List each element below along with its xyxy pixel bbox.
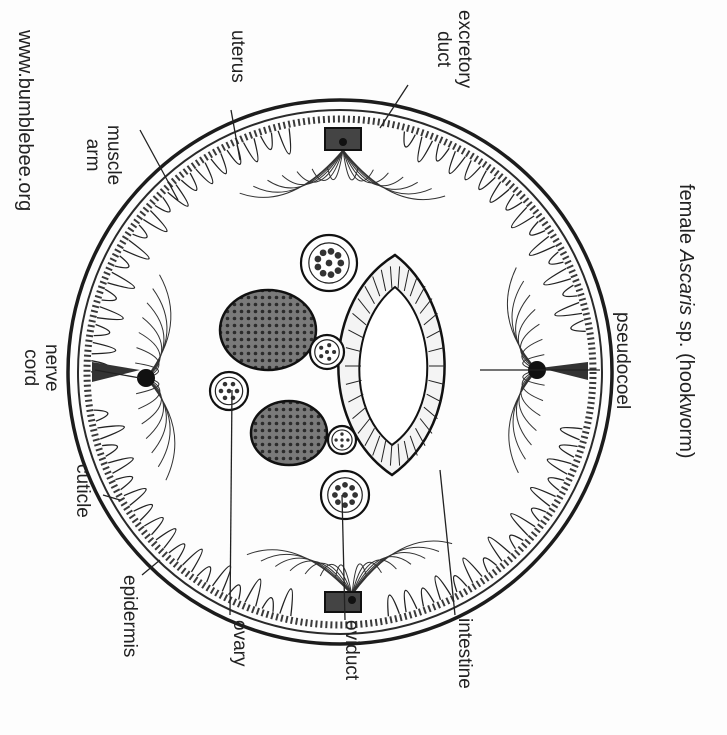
label-ovary: ovary: [229, 620, 250, 666]
muscle-arm-fibre: [352, 552, 425, 595]
muscle-cell-loop: [261, 133, 273, 150]
oviduct-tube-section: [210, 372, 248, 410]
muscle-arm-fibre: [352, 560, 396, 595]
muscle-arm-fibre: [343, 150, 418, 189]
muscle-cell-loop: [388, 595, 400, 616]
oviduct-tube-section: [310, 335, 344, 369]
muscle-cell-loop: [510, 535, 524, 549]
muscle-cell-loop: [404, 132, 415, 147]
muscle-arm-fibre: [146, 378, 166, 453]
muscle-cell-loop: [418, 137, 433, 162]
caption-genus: Ascaris: [675, 250, 697, 316]
muscle-arm-fibre: [142, 318, 161, 379]
muscle-cell-loop: [559, 445, 577, 457]
caption-prefix: female: [675, 184, 697, 250]
label-uterus: uterus: [227, 30, 248, 83]
muscle-arm-fibre: [261, 554, 352, 595]
muscle-cell-loop: [244, 138, 258, 161]
muscle-cell-loop: [280, 589, 293, 616]
label-cord: cord: [20, 344, 41, 392]
muscle-cell-loop: [531, 508, 545, 521]
muscle-cell-loop: [143, 211, 167, 232]
muscle-cell-loop: [544, 268, 571, 285]
muscle-cell-loop: [571, 320, 586, 331]
muscle-cell-loop: [196, 163, 213, 184]
muscle-cell-loop: [530, 222, 545, 236]
muscle-cell-loop: [547, 459, 571, 474]
oviduct-tube-section: [321, 471, 369, 519]
muscle-cell-loop: [102, 445, 117, 456]
label-excretory-duct: excretory duct: [433, 10, 475, 88]
label-excretory: excretory: [454, 10, 475, 88]
muscle-cell-loop: [213, 566, 231, 592]
label-pseudocoel: pseudocoel: [612, 312, 633, 409]
label-intestine: intestine: [454, 618, 475, 689]
muscle-cell-loop: [102, 289, 117, 300]
muscle-cell-loop: [169, 544, 185, 561]
label-oviduct: oviduct: [341, 620, 362, 680]
source-watermark: www.bumblebee.org: [13, 30, 36, 211]
muscle-arm-fibre: [519, 370, 537, 431]
label-cuticle: cuticle: [72, 464, 93, 518]
label-arm: arm: [82, 125, 103, 185]
label-muscle-arm: muscle arm: [82, 125, 124, 185]
muscle-cell-loop: [115, 256, 129, 268]
muscle-cell-loop: [197, 567, 211, 582]
muscle-cell-loop: [404, 590, 417, 612]
label-epidermis: epidermis: [119, 575, 140, 657]
muscle-cell-loop: [435, 576, 451, 600]
muscle-cell-loop: [483, 558, 496, 573]
muscle-cell-loop: [211, 153, 227, 173]
muscle-cell-loop: [278, 128, 291, 154]
muscle-cell-loop: [548, 478, 564, 491]
muscle-cell-loop: [531, 487, 556, 506]
muscle-cell-loop: [549, 252, 563, 264]
muscle-cell-loop: [115, 476, 132, 489]
muscle-cell-loop: [245, 579, 261, 606]
muscle-cell-loop: [479, 171, 496, 190]
figure-caption: female Ascaris sp. (hookworm): [674, 184, 697, 459]
muscle-cell-loop: [94, 325, 110, 336]
oviduct-tube-section: [301, 235, 357, 291]
muscle-cell-loop: [421, 588, 434, 607]
muscle-arm-fibre: [253, 150, 343, 192]
muscle-cell-loop: [134, 504, 153, 520]
muscle-cell-loop: [529, 236, 554, 255]
muscle-cell-loop: [108, 458, 133, 474]
muscle-cell-loop: [97, 426, 124, 439]
muscle-cell-loop: [144, 517, 163, 534]
muscle-arm-fibre: [146, 378, 164, 439]
oviduct-tube-section: [328, 426, 356, 454]
muscle-arm-fibre: [268, 150, 344, 188]
muscle-arm-fibre: [518, 309, 537, 370]
muscle-cell-loop: [436, 144, 449, 162]
label-nerve-cord: nerve cord: [20, 344, 62, 392]
label-muscle: muscle: [103, 125, 124, 185]
caption-suffix: sp. (hookworm): [675, 315, 697, 458]
muscle-cell-loop: [97, 307, 123, 320]
muscle-cell-loop: [123, 240, 149, 259]
label-duct: duct: [433, 10, 454, 88]
muscle-cell-loop: [506, 194, 522, 210]
muscle-cell-loop: [555, 303, 582, 316]
muscle-cell-loop: [465, 160, 481, 179]
muscle-cell-loop: [92, 343, 116, 354]
muscle-cell-loop: [108, 272, 135, 288]
muscle-cell-loop: [560, 428, 582, 440]
muscle-cell-loop: [463, 558, 482, 583]
muscle-cell-loop: [94, 410, 108, 421]
label-nerve: nerve: [41, 344, 62, 392]
